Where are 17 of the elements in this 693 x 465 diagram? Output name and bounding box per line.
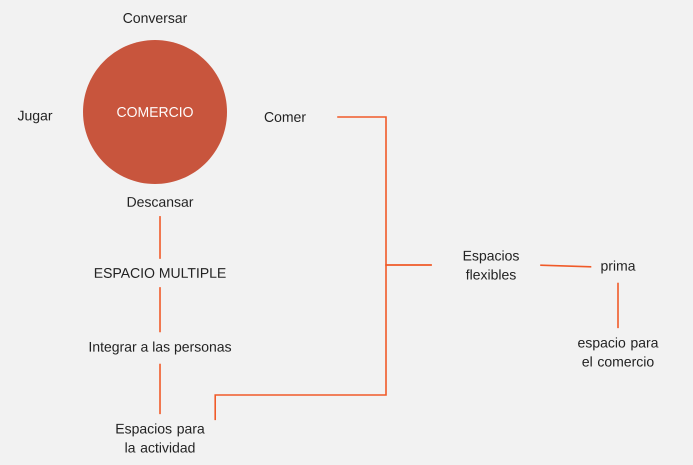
connector-line [214,264,432,420]
text-label: Comer [264,112,306,122]
text-label: Descansar [128,197,194,207]
text-label: Conversar [123,13,188,23]
text-label: Integrar a las personas [90,341,232,354]
connector-line [159,364,161,414]
text-label: espacio para el comercio [578,337,658,367]
text-label: prima [601,260,636,274]
text-label: Espacios para la actividad [116,423,205,453]
connector-line [617,282,619,328]
text-label: Jugar [18,110,52,124]
circle-node: COMERCIO [83,40,227,184]
text-label: ESPACIO MULTIPLE [94,268,226,278]
text-label: Espacios flexibles [464,250,519,280]
connector-line [540,264,592,268]
connector-line [159,287,161,332]
connector-line [159,216,161,259]
